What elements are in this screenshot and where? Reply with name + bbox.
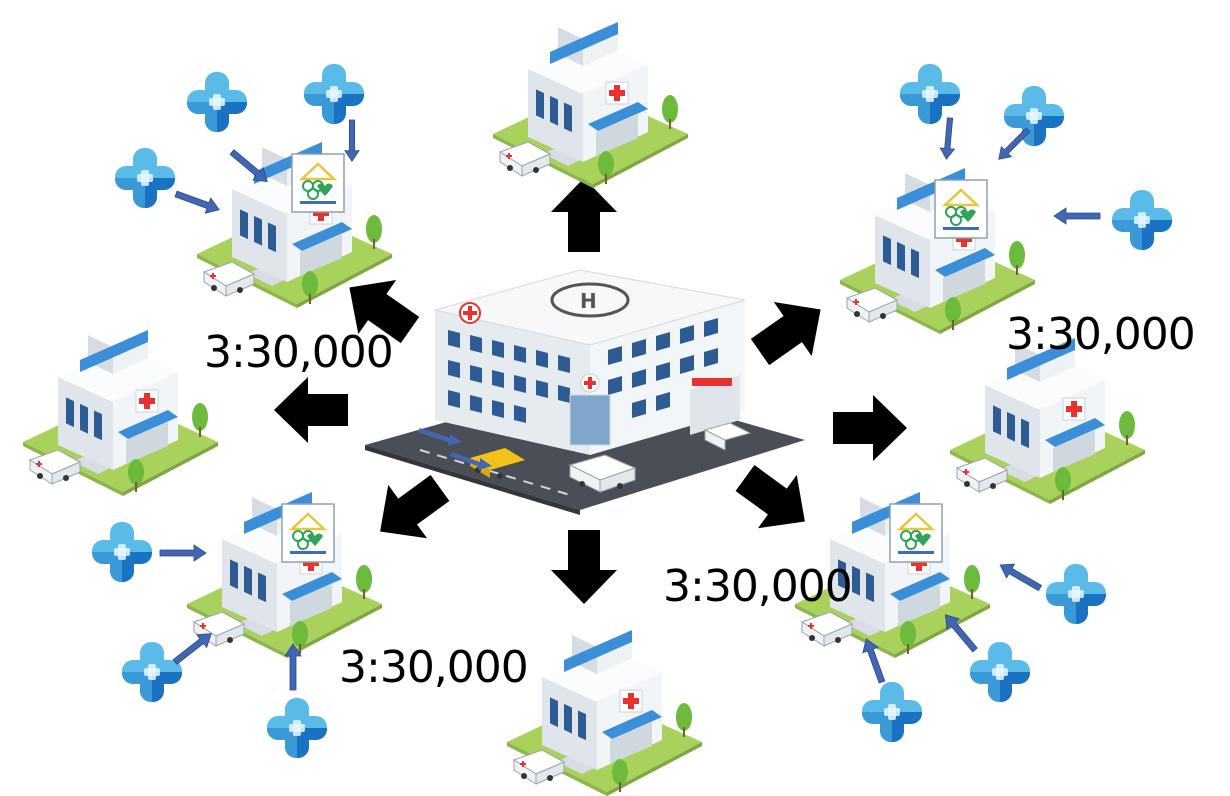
medical-cross-icon	[187, 72, 247, 132]
ratio-label-upper-right: 3:30,000	[1006, 309, 1196, 360]
arrow-icon	[159, 544, 207, 562]
medical-cross-icon	[122, 642, 182, 702]
health-center-building-icon	[187, 481, 382, 658]
arrow-icon	[274, 377, 348, 443]
medical-cross-icon	[304, 64, 364, 124]
arrow-icon	[360, 461, 460, 559]
hospital-building-icon	[22, 318, 219, 497]
medical-cross-icon	[900, 64, 960, 124]
medical-cross-icon	[970, 642, 1030, 702]
arrow-icon	[551, 178, 617, 252]
arrow-icon	[833, 395, 907, 461]
health-center-building-icon	[840, 157, 1035, 334]
arrow-icon	[993, 124, 1034, 165]
arrow-icon	[551, 530, 617, 604]
arrow-icon	[938, 117, 958, 161]
hospital-building-icon	[506, 618, 703, 796]
health-center-building-icon	[197, 131, 392, 308]
arrow-icon	[741, 282, 840, 380]
medical-cross-icon	[115, 148, 175, 208]
svg-text:H: H	[580, 289, 597, 313]
ratio-label-lower-right: 3:30,000	[663, 561, 853, 612]
arrow-icon	[995, 557, 1045, 596]
medical-cross-icon	[1004, 86, 1064, 146]
arrow-icon	[344, 119, 360, 162]
arrow-icon	[1053, 207, 1101, 225]
medical-cross-icon	[92, 522, 152, 582]
arrow-icon	[725, 451, 825, 549]
medical-cross-icon	[1046, 564, 1106, 624]
main-hospital: H	[365, 269, 805, 515]
arrow-icon	[169, 626, 217, 669]
medical-cross-icon	[862, 682, 922, 742]
medical-cross-icon	[267, 698, 327, 758]
arrow-icon	[172, 186, 223, 218]
ratio-label-lower-left: 3:30,000	[339, 642, 529, 693]
ratio-label-upper-left: 3:30,000	[204, 327, 394, 378]
medical-cross-icon	[1112, 190, 1172, 250]
hospital-building-icon	[492, 10, 689, 189]
